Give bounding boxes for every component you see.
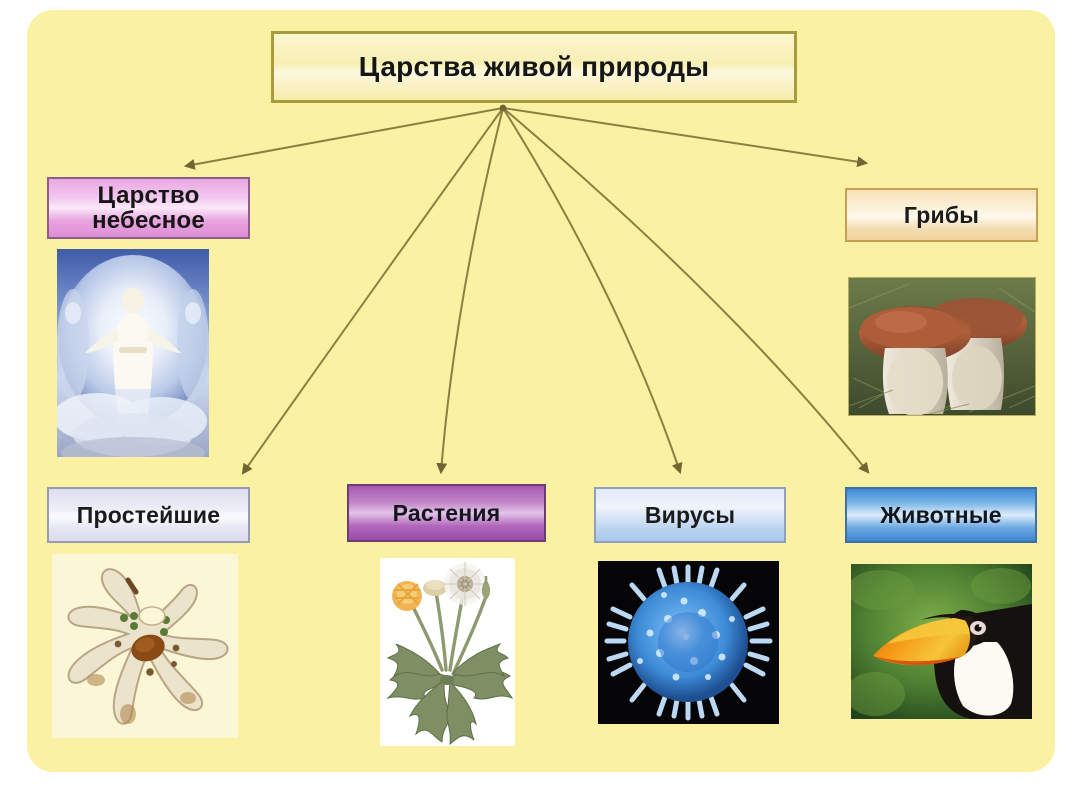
node-label-heaven-line1: Царство [97,181,200,209]
node-label-animals[interactable]: Животные [845,487,1037,543]
page-title: Царства живой природы [271,31,797,103]
node-label-heaven[interactable]: Царство небесное [47,177,250,239]
porcini-mushrooms-photo [848,277,1036,416]
node-label-fungi[interactable]: Грибы [845,188,1038,242]
node-label-viruses[interactable]: Вирусы [594,487,786,543]
toucan-bird-photo [851,564,1032,719]
node-label-plants[interactable]: Растения [347,484,546,542]
amoeba-drawing [52,554,238,738]
virus-particle-micrograph [598,561,779,724]
dandelion-illustration [380,558,515,746]
node-label-protozoa[interactable]: Простейшие [47,487,250,543]
heavenly-figure-in-clouds-image [57,249,209,457]
node-label-heaven-line2: небесное [92,207,205,234]
